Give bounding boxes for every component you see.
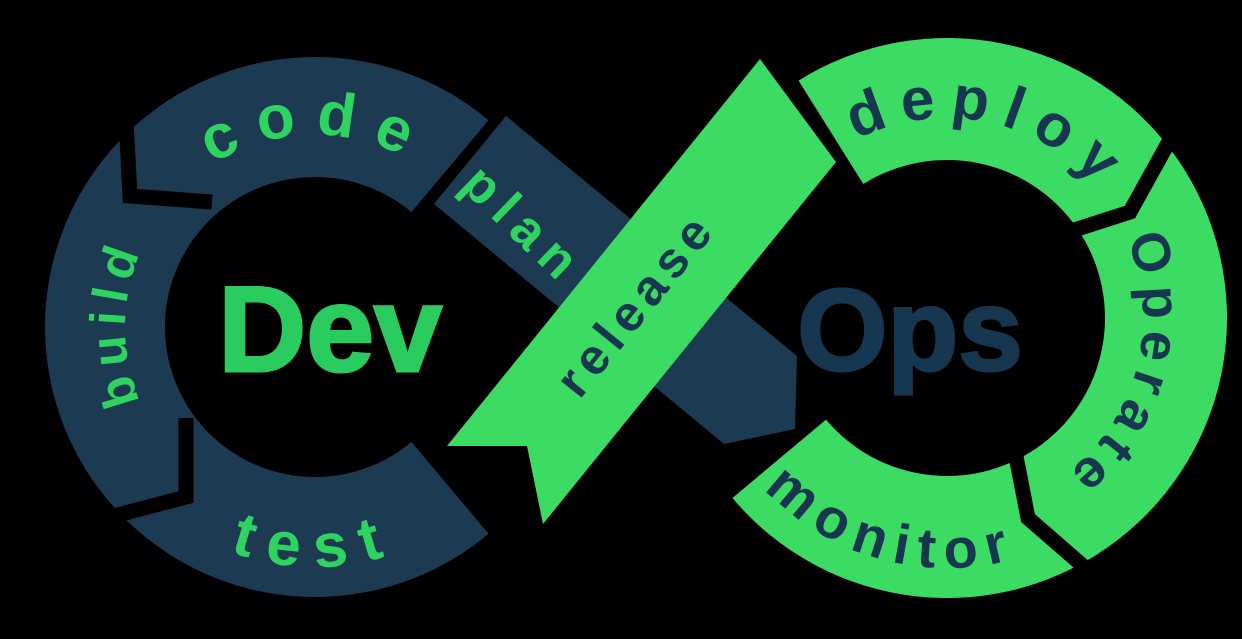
release-ribbon [447,59,836,524]
ops-wordmark: Ops [797,265,1023,395]
ops-ring [732,38,1228,599]
segment-gap-operate-monitor [1006,444,1095,578]
label-build: build [79,231,152,415]
segment-gap-build-test [100,418,194,527]
label-test: test [226,499,405,582]
ops-loop [447,38,1228,599]
segment-gap-code-build [118,119,213,210]
dev-wordmark: Dev [218,261,442,397]
segment-gap-deploy-operate [1065,132,1179,240]
